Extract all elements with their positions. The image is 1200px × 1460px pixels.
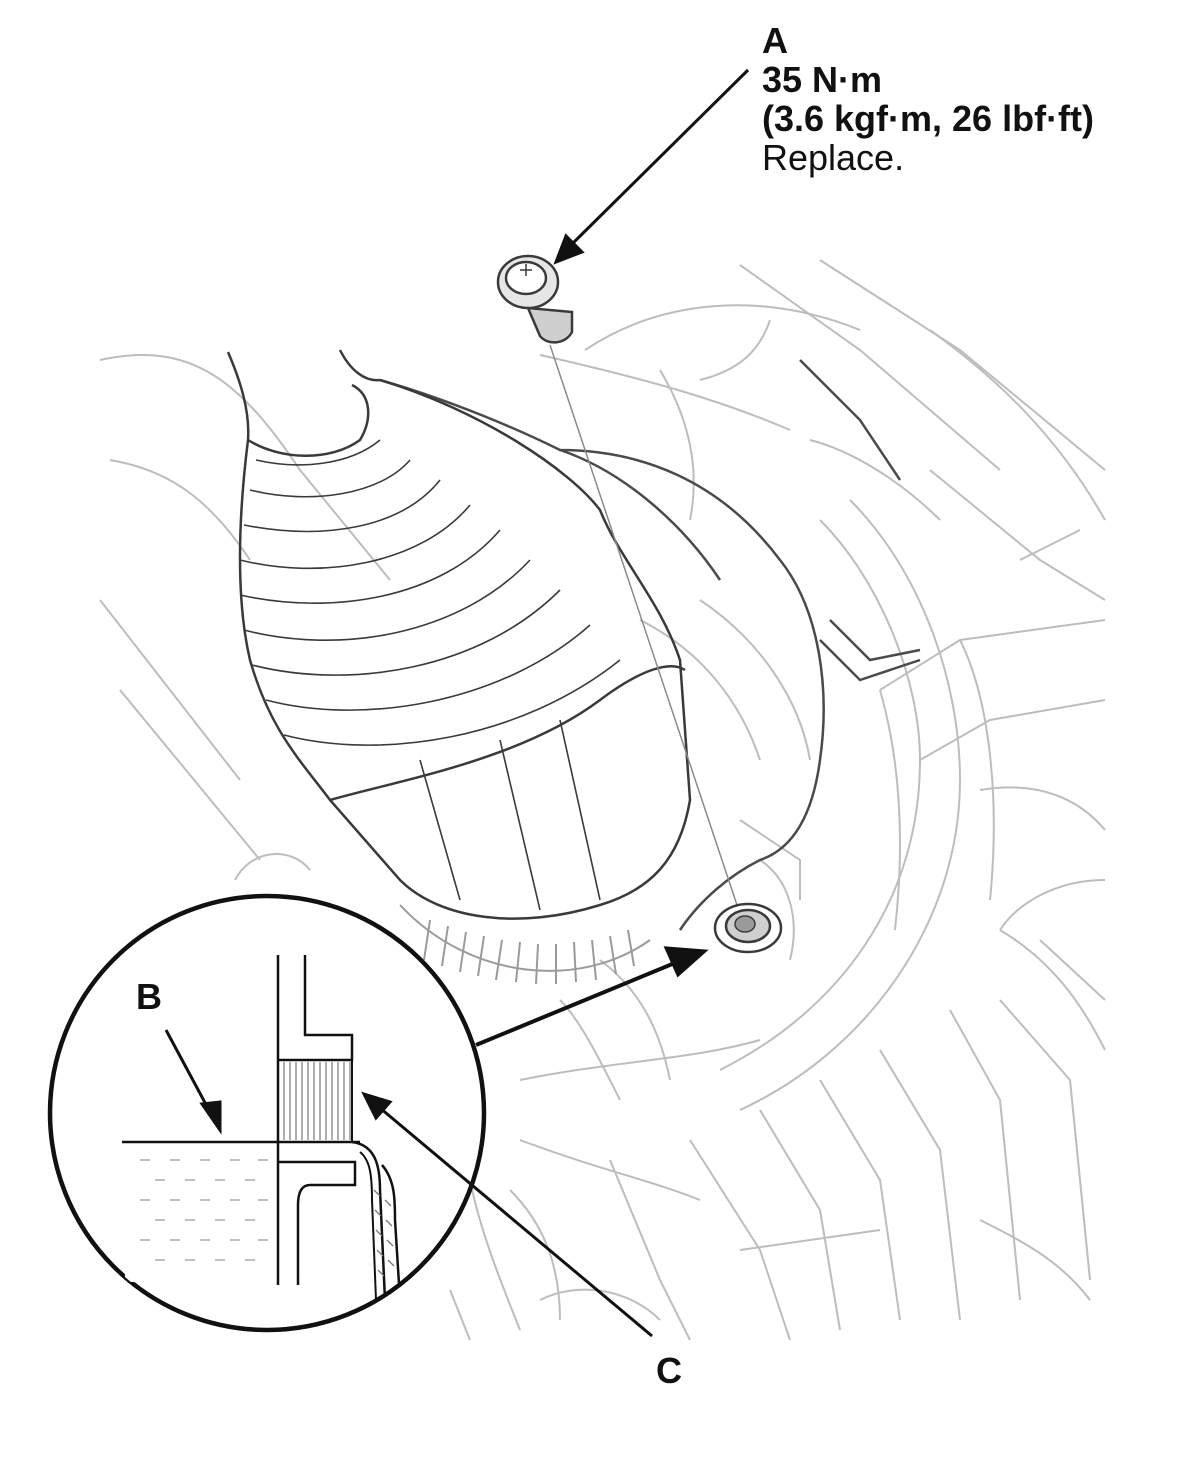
- bolt-hole: [713, 902, 783, 954]
- flange-bolt: [496, 254, 574, 344]
- torque-spec-nm: 35 N·m: [762, 58, 883, 100]
- leader-arrows: [164, 68, 750, 1338]
- callout-b: B: [136, 976, 162, 1017]
- replace-note: Replace.: [762, 136, 905, 178]
- spline-teeth: [399, 904, 651, 985]
- callout-c: C: [656, 1350, 682, 1391]
- torque-spec-alt: (3.6 kgf·m, 26 lbf·ft): [762, 97, 1095, 139]
- retaining-bracket: [379, 359, 921, 931]
- callout-a: A 35 N·m (3.6 kgf·m, 26 lbf·ft) Replace.: [762, 20, 1095, 178]
- transmission-housing: [99, 259, 1106, 1341]
- cv-joint-boot: [226, 349, 692, 920]
- callout-a-letter: A: [762, 20, 788, 61]
- detail-view: [47, 893, 487, 1333]
- installation-guide-line: [549, 344, 743, 921]
